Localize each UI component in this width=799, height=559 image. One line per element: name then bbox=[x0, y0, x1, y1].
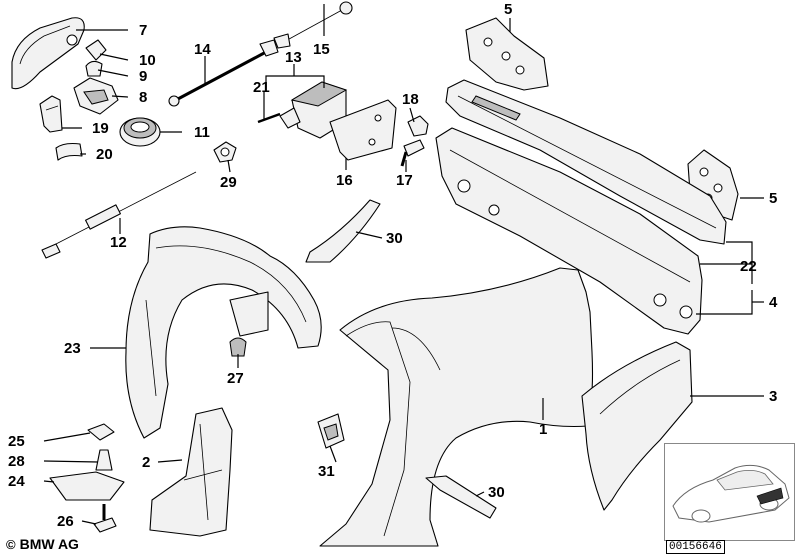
plate-31 bbox=[317, 413, 345, 449]
screw-16 bbox=[400, 139, 425, 167]
bolt-25 bbox=[93, 504, 117, 533]
callout-5-right: 5 bbox=[769, 190, 777, 207]
callout-14: 15 bbox=[313, 41, 330, 58]
copyright-mark: © bbox=[6, 536, 16, 552]
bracket-18 bbox=[39, 95, 63, 133]
fuel-filler-flap bbox=[11, 17, 85, 90]
screw-17 bbox=[407, 115, 429, 137]
callout-24: 25 bbox=[8, 433, 25, 450]
bracket-15 bbox=[329, 99, 397, 161]
cable-rod-13 bbox=[168, 39, 279, 107]
callout-25: 26 bbox=[57, 513, 74, 530]
clip-27 bbox=[95, 449, 113, 471]
side-panel-1 bbox=[319, 267, 594, 547]
car-locator-icon bbox=[672, 464, 790, 523]
nut-24 bbox=[87, 423, 115, 441]
callout-17: 18 bbox=[402, 91, 419, 108]
callout-labels: 7 10 9 8 11 19 20 14 15 13 21 16 18 17 2… bbox=[8, 1, 778, 530]
callout-27: 28 bbox=[8, 453, 25, 470]
bumper-carrier-4 bbox=[435, 127, 703, 335]
seal-strip-29 bbox=[305, 199, 381, 263]
callout-19: 20 bbox=[96, 146, 113, 163]
callout-2: 2 bbox=[142, 454, 150, 471]
callout-12: 13 bbox=[285, 49, 302, 66]
callout-16: 17 bbox=[396, 172, 413, 189]
grommet-10 bbox=[119, 117, 161, 147]
bracket-23 bbox=[49, 471, 125, 501]
callout-10: 11 bbox=[194, 124, 210, 141]
bolt-28 bbox=[213, 141, 237, 163]
ring-8 bbox=[85, 60, 103, 77]
callout-26: 27 bbox=[227, 370, 244, 387]
inner-panel-2 bbox=[149, 407, 233, 537]
callout-30: 30 bbox=[488, 484, 505, 501]
callout-22: 23 bbox=[64, 340, 81, 357]
cable-11 bbox=[41, 171, 197, 259]
clip-9 bbox=[85, 39, 107, 61]
callout-20: 21 bbox=[253, 79, 270, 96]
callout-4: 4 bbox=[769, 294, 778, 311]
brand-footer: © BMW AG bbox=[6, 536, 79, 552]
vehicle-locator-thumbnail bbox=[664, 443, 795, 541]
cable-14 bbox=[273, 1, 353, 49]
bracket-5-upper bbox=[465, 17, 549, 91]
callout-28: 29 bbox=[220, 174, 237, 191]
callout-11: 12 bbox=[110, 234, 127, 251]
callout-31: 31 bbox=[318, 463, 335, 480]
plug-26 bbox=[229, 337, 247, 357]
rear-panel-3 bbox=[581, 341, 693, 511]
callout-8: 9 bbox=[139, 68, 147, 85]
callout-13: 14 bbox=[194, 41, 211, 58]
callout-23: 24 bbox=[8, 473, 25, 490]
callout-1: 1 bbox=[539, 421, 547, 438]
callout-6: 7 bbox=[139, 22, 147, 39]
hinge-housing-7 bbox=[73, 77, 119, 115]
document-number: 00156646 bbox=[666, 540, 725, 554]
callout-21: 22 bbox=[740, 258, 757, 275]
rail-21 bbox=[445, 79, 727, 245]
leader-lines bbox=[43, 4, 764, 525]
callout-3: 3 bbox=[769, 388, 777, 405]
callout-7: 8 bbox=[139, 89, 147, 106]
callout-9: 10 bbox=[139, 52, 156, 69]
callout-18: 19 bbox=[92, 120, 109, 137]
brand-name: BMW AG bbox=[19, 536, 79, 552]
callout-5-top: 5 bbox=[504, 1, 512, 18]
callout-29: 30 bbox=[386, 230, 403, 247]
strip-30 bbox=[425, 475, 497, 519]
wheel-arch-liner-22 bbox=[125, 226, 322, 439]
clip-19 bbox=[55, 142, 83, 161]
pin-20 bbox=[257, 112, 281, 124]
callout-15: 16 bbox=[336, 172, 353, 189]
